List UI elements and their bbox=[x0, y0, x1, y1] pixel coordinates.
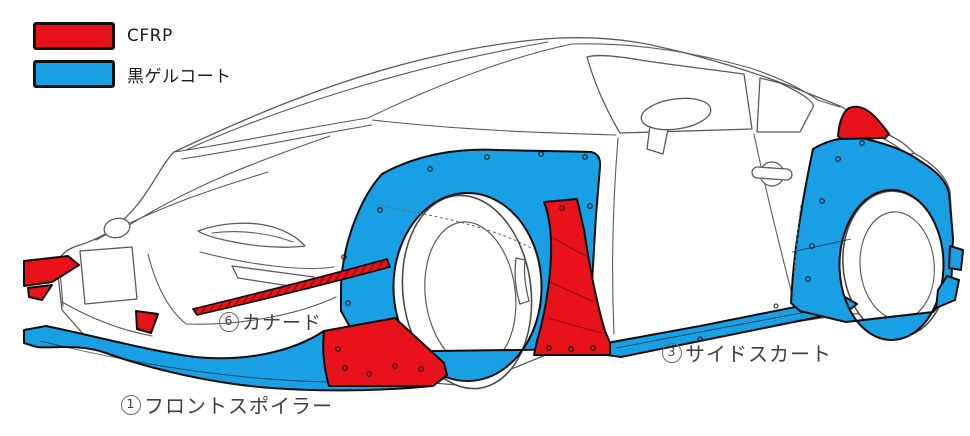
rear-fender-crease bbox=[791, 238, 852, 253]
canard-label-text: カナード bbox=[242, 312, 323, 334]
front-spoiler-number-badge: 1 bbox=[121, 394, 141, 415]
door-front-seam bbox=[612, 137, 619, 335]
side-skirt-label-text: サイドスカート bbox=[685, 342, 832, 366]
wheels bbox=[401, 190, 948, 390]
rear-wheel bbox=[842, 190, 948, 338]
near-roof-line bbox=[571, 43, 841, 108]
canard-number-badge: 6 bbox=[219, 311, 239, 332]
front-spoiler-ridge bbox=[39, 340, 421, 383]
side-skirt-number-badge: 3 bbox=[662, 342, 682, 363]
front-spoiler-side-fin-part bbox=[322, 317, 448, 387]
shoulder-line bbox=[371, 119, 617, 136]
front-emblem bbox=[103, 217, 131, 239]
rear-ducktail-part bbox=[837, 105, 890, 140]
front-wheel bbox=[401, 194, 533, 390]
rear-fender-edge-dots bbox=[793, 204, 802, 301]
front-spoiler-label-text: フロントスポイラー bbox=[144, 394, 333, 418]
legend-label-gelcoat: 黒ゲルコート bbox=[127, 66, 232, 87]
legend-item-cfrp: CFRP bbox=[33, 22, 232, 50]
grille-left-edge bbox=[147, 253, 187, 325]
a-pillar-line bbox=[367, 43, 573, 119]
door-handle bbox=[751, 161, 793, 187]
far-side-canard-part bbox=[23, 255, 80, 287]
rivets bbox=[335, 140, 865, 377]
cfrp-color-swatch bbox=[33, 22, 115, 50]
bumper-corner-red bbox=[135, 310, 159, 334]
front-fender-crease bbox=[374, 204, 536, 251]
rear-fender-flare-part bbox=[790, 136, 954, 341]
door-rear-seam bbox=[753, 133, 795, 303]
label-canard: 6 カナード bbox=[219, 308, 322, 335]
gelcoat-color-swatch bbox=[33, 60, 115, 88]
canard-blade-part bbox=[192, 258, 391, 316]
far-roof-inner-line bbox=[185, 41, 549, 151]
license-plate bbox=[79, 246, 138, 305]
cfrp-red-parts bbox=[23, 105, 890, 387]
side-mirror bbox=[640, 97, 712, 155]
quarter-window bbox=[756, 77, 814, 133]
car-body-line-art bbox=[56, 37, 954, 387]
label-front-spoiler: 1 フロントスポイラー bbox=[121, 390, 333, 419]
grille-bottom-edge bbox=[185, 296, 337, 325]
legend-item-gelcoat: 黒ゲルコート bbox=[33, 60, 232, 88]
far-side-canard-fin bbox=[27, 284, 53, 301]
cowl-line bbox=[173, 117, 369, 153]
fender-red-detail-lines bbox=[547, 237, 602, 334]
headlight bbox=[197, 222, 306, 248]
cowl-line-2 bbox=[181, 124, 373, 160]
side-window bbox=[586, 54, 753, 134]
bumper-lower-line bbox=[61, 301, 153, 337]
headlight-inner-line bbox=[211, 231, 294, 243]
rear-bumper-tab-lower bbox=[935, 275, 960, 309]
fender-vent-slot bbox=[514, 257, 530, 305]
grille-top-edge bbox=[199, 251, 335, 270]
legend-label-cfrp: CFRP bbox=[127, 26, 173, 46]
label-side-skirt: 3 サイドスカート bbox=[662, 338, 832, 367]
front-fender-flare-part bbox=[340, 148, 602, 382]
rear-bumper-tab-upper bbox=[948, 245, 964, 271]
legend: CFRP 黒ゲルコート bbox=[33, 22, 232, 99]
